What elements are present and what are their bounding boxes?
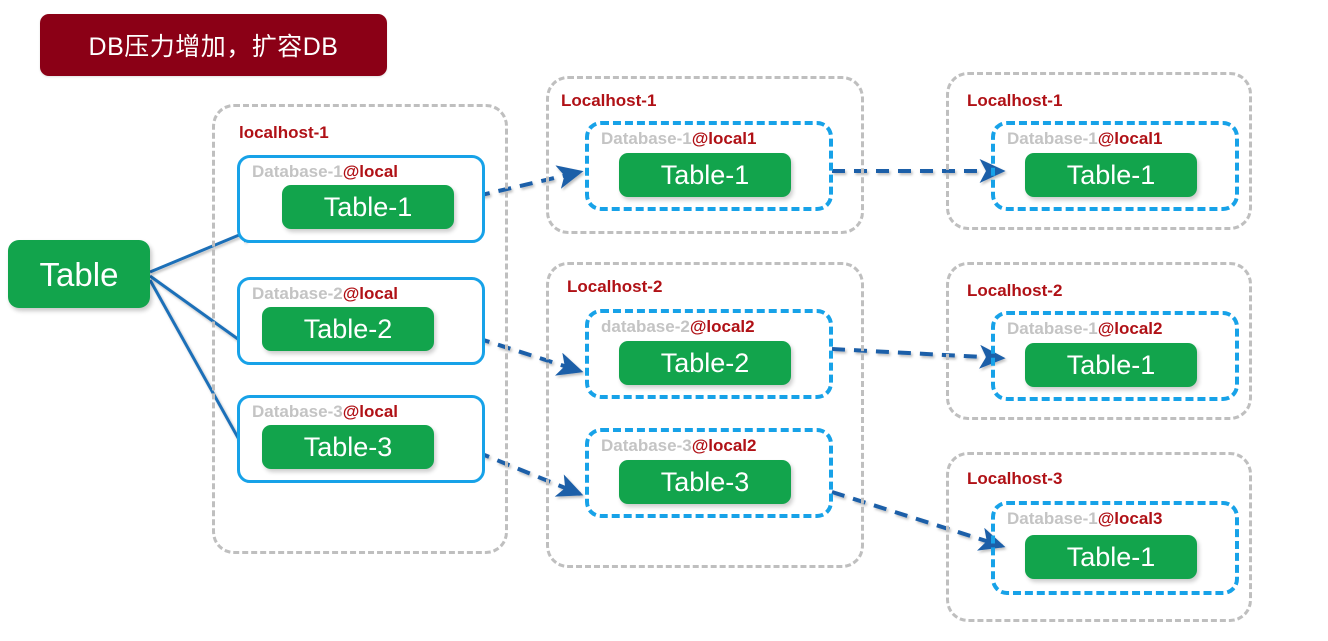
source-table-label: Table — [39, 255, 119, 293]
db-label-stage2-2-1: database-2@local2 — [601, 317, 755, 336]
db-label-stage2-2-2: Database-3@local2 — [601, 436, 757, 455]
table-node-stage1-3[interactable]: Table-3 — [262, 425, 434, 469]
db-label-stage1-1: Database-1@local — [252, 162, 399, 181]
db-label-stage2-1-1: Database-1@local1 — [601, 129, 757, 148]
host-label-stage3-3: Localhost-3 — [967, 469, 1063, 488]
db-box-stage3-1-1[interactable]: Database-1@local1 Table-1 — [991, 121, 1239, 211]
host-group-stage3-localhost-1: Localhost-1 Database-1@local1 Table-1 — [946, 72, 1252, 230]
table-node-stage2-2-2[interactable]: Table-3 — [619, 460, 791, 504]
host-group-stage3-localhost-3: Localhost-3 Database-1@local3 Table-1 — [946, 452, 1252, 622]
db-label-stage3-3-1: Database-1@local3 — [1007, 509, 1163, 528]
db-box-stage1-2[interactable]: Database-2@local Table-2 — [237, 277, 485, 365]
db-label-stage1-2: Database-2@local — [252, 284, 399, 303]
host-group-stage2-localhost-2: Localhost-2 database-2@local2 Table-2 Da… — [546, 262, 864, 568]
host-group-stage1-localhost-1: localhost-1 Database-1@local Table-1 Dat… — [212, 104, 508, 554]
host-group-stage3-localhost-2: Localhost-2 Database-1@local2 Table-1 — [946, 262, 1252, 420]
db-box-stage3-2-1[interactable]: Database-1@local2 Table-1 — [991, 311, 1239, 401]
source-table-node[interactable]: Table — [8, 240, 150, 308]
host-group-stage2-localhost-1: Localhost-1 Database-1@local1 Table-1 — [546, 76, 864, 234]
table-node-stage2-1-1[interactable]: Table-1 — [619, 153, 791, 197]
host-label-stage1: localhost-1 — [239, 123, 329, 142]
db-box-stage2-2-1[interactable]: database-2@local2 Table-2 — [585, 309, 833, 399]
host-label-stage2-2: Localhost-2 — [567, 277, 663, 296]
table-node-stage1-2[interactable]: Table-2 — [262, 307, 434, 351]
db-box-stage3-3-1[interactable]: Database-1@local3 Table-1 — [991, 501, 1239, 595]
title-banner: DB压力增加，扩容DB — [40, 14, 387, 76]
db-label-stage3-1-1: Database-1@local1 — [1007, 129, 1163, 148]
table-node-stage1-1[interactable]: Table-1 — [282, 185, 454, 229]
db-box-stage2-2-2[interactable]: Database-3@local2 Table-3 — [585, 428, 833, 518]
db-box-stage1-3[interactable]: Database-3@local Table-3 — [237, 395, 485, 483]
db-box-stage2-1-1[interactable]: Database-1@local1 Table-1 — [585, 121, 833, 211]
host-label-stage3-1: Localhost-1 — [967, 91, 1063, 110]
table-node-stage3-2-1[interactable]: Table-1 — [1025, 343, 1197, 387]
host-label-stage2-1: Localhost-1 — [561, 91, 657, 110]
db-label-stage1-3: Database-3@local — [252, 402, 399, 421]
db-label-stage3-2-1: Database-1@local2 — [1007, 319, 1163, 338]
db-box-stage1-1[interactable]: Database-1@local Table-1 — [237, 155, 485, 243]
table-node-stage3-3-1[interactable]: Table-1 — [1025, 535, 1197, 579]
table-node-stage3-1-1[interactable]: Table-1 — [1025, 153, 1197, 197]
table-node-stage2-2-1[interactable]: Table-2 — [619, 341, 791, 385]
host-label-stage3-2: Localhost-2 — [967, 281, 1063, 300]
title-banner-label: DB压力增加，扩容DB — [88, 33, 339, 61]
